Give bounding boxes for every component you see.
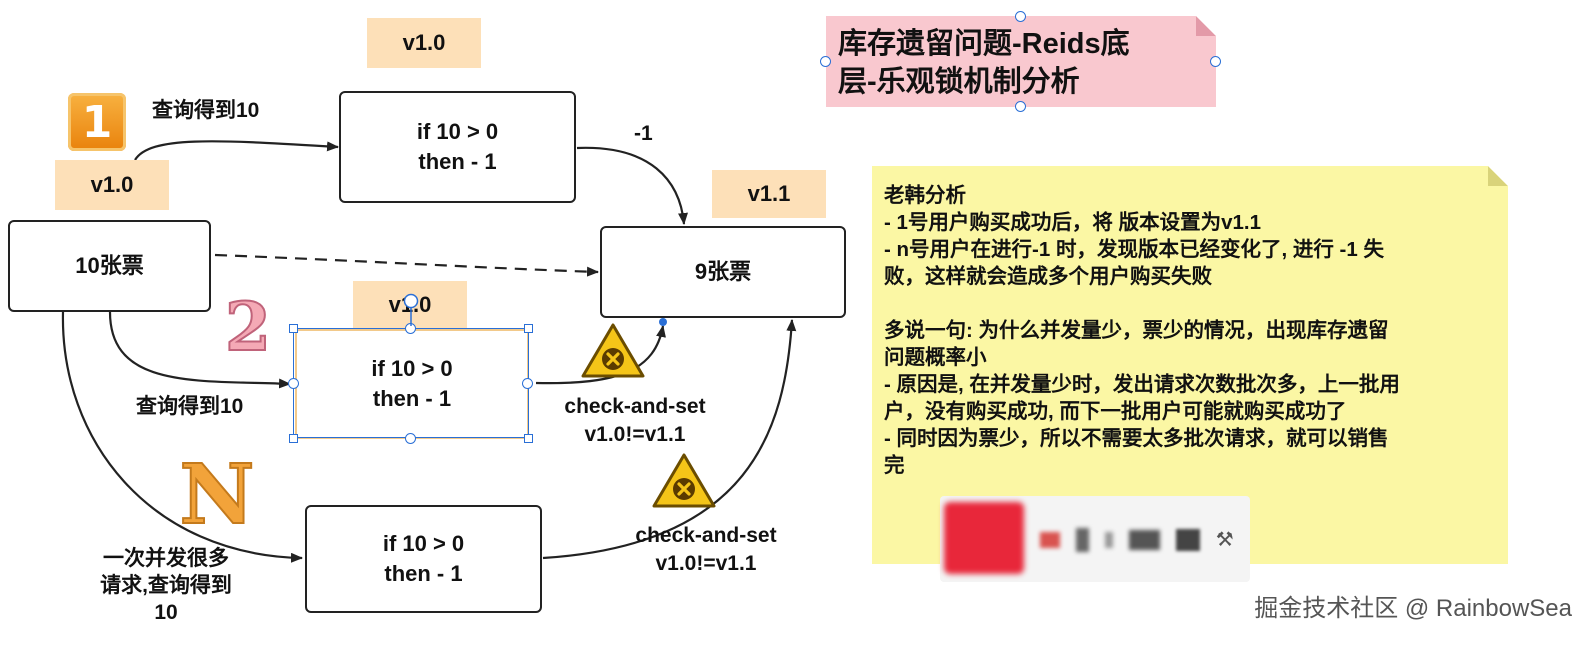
- note-line: - 同时因为票少，所以不需要太多批次请求，就可以销售: [884, 427, 1389, 450]
- blurred-icon[interactable]: [1175, 529, 1200, 551]
- resize-handle-sw[interactable]: [289, 434, 298, 443]
- step-two-badge: 2: [220, 287, 276, 367]
- analysis-note-fold: [1488, 166, 1508, 186]
- warning-icon: [652, 453, 716, 508]
- label-cas2-line1: check-and-set: [635, 524, 777, 547]
- step-one-label: 1: [81, 96, 113, 148]
- note-line: 多说一句: 为什么并发量少，票少的情况，出现库存遗留: [884, 319, 1389, 342]
- title-handle-top[interactable]: [1015, 11, 1026, 22]
- arrow-cas2: [542, 319, 797, 560]
- connector-endpoint-dot[interactable]: [659, 318, 667, 326]
- resize-handle-ne[interactable]: [524, 324, 533, 333]
- blurred-icon[interactable]: [1076, 528, 1090, 552]
- connect-point-bottom[interactable]: [405, 433, 416, 444]
- selection-frame: [293, 328, 529, 438]
- arrow-minus-one: [576, 146, 688, 225]
- resize-handle-nw[interactable]: [289, 324, 298, 333]
- label-minus-one: -1: [634, 122, 653, 145]
- note-line: - 原因是, 在并发量少时，发出请求次数批次多，上一批用: [884, 373, 1400, 396]
- analysis-text: 老韩分析 - 1号用户购买成功后，将 版本设置为v1.1 - n号用户在进行-1…: [884, 182, 1499, 479]
- box-middle-line1: if 10 > 0: [371, 356, 453, 381]
- label-query1: 查询得到10: [152, 99, 260, 122]
- box-bottom-check: if 10 > 0 then - 1: [305, 505, 542, 613]
- blurred-toolbar-icons: ⚒: [1040, 526, 1236, 554]
- blurred-icon[interactable]: [1105, 532, 1113, 548]
- box-start-tickets: 10张票: [8, 220, 211, 312]
- note-line: [884, 290, 1499, 317]
- label-concurrent-line1: 一次并发很多: [103, 547, 229, 570]
- label-cas1: check-and-set v1.0!=v1.1: [548, 393, 722, 449]
- label-concurrent-line2: 请求,查询得到: [100, 574, 232, 597]
- label-query2: 查询得到10: [136, 395, 244, 418]
- label-concurrent: 一次并发很多 请求,查询得到 10: [86, 545, 246, 626]
- label-concurrent-line3: 10: [154, 601, 178, 624]
- version-tag-top: v1.0: [367, 18, 481, 68]
- label-cas2: check-and-set v1.0!=v1.1: [619, 522, 793, 578]
- step-n-label: N: [179, 446, 256, 544]
- box-top-line1: if 10 > 0: [416, 119, 499, 144]
- blurred-icon[interactable]: [1128, 530, 1160, 550]
- title-line2: 层-乐观锁机制分析: [838, 66, 1080, 98]
- arrow-query1: [134, 140, 339, 161]
- title-note-fold: [1196, 16, 1216, 36]
- box-result-label: 9张票: [694, 259, 752, 284]
- step-two-label: 2: [224, 287, 272, 367]
- step-n-badge: N: [179, 446, 256, 544]
- arrow-dashed: [214, 253, 599, 277]
- arrow-concurrent: [61, 311, 303, 563]
- blurred-icon[interactable]: [1040, 532, 1061, 548]
- box-bottom-line1: if 10 > 0: [382, 531, 465, 556]
- label-cas2-line2: v1.0!=v1.1: [655, 552, 757, 575]
- box-middle-line2: then - 1: [372, 386, 452, 411]
- box-start-label: 10张票: [75, 253, 144, 278]
- box-top-check: if 10 > 0 then - 1: [339, 91, 576, 203]
- note-line: 完: [884, 454, 905, 477]
- blurred-logo-icon: [944, 502, 1024, 574]
- note-line: 户，没有购买成功, 而下一批用户可能就购买成功了: [884, 400, 1347, 423]
- title-note[interactable]: [826, 16, 1216, 107]
- connect-point-right[interactable]: [522, 378, 533, 389]
- title-handle-bottom[interactable]: [1015, 101, 1026, 112]
- note-line: 老韩分析: [884, 184, 966, 207]
- step-one-badge: 1: [68, 93, 126, 151]
- box-top-line2: then - 1: [418, 149, 497, 174]
- watermark: 掘金技术社区 @ RainbowSea: [1254, 595, 1572, 622]
- note-line: 败，这样就会造成多个用户购买失败: [884, 265, 1212, 288]
- resize-handle-se[interactable]: [524, 434, 533, 443]
- box-result-tickets: 9张票: [600, 226, 846, 318]
- wrench-icon[interactable]: ⚒: [1215, 529, 1234, 551]
- note-line: 问题概率小: [884, 346, 987, 369]
- rotate-handle[interactable]: [401, 292, 421, 328]
- note-line: - n号用户在进行-1 时，发现版本已经变化了, 进行 -1 失: [884, 238, 1384, 261]
- version-tag-right: v1.1: [712, 170, 826, 218]
- warning-icon: [581, 323, 645, 378]
- arrow-query2: [108, 311, 291, 389]
- title-handle-left[interactable]: [820, 56, 831, 67]
- box-bottom-line2: then - 1: [384, 561, 463, 586]
- title-handle-right[interactable]: [1210, 56, 1221, 67]
- page-title: 库存遗留问题-Reids底 层-乐观锁机制分析: [838, 25, 1188, 101]
- label-cas1-line2: v1.0!=v1.1: [584, 423, 686, 446]
- connect-point-left[interactable]: [288, 378, 299, 389]
- title-line1: 库存遗留问题-Reids底: [838, 28, 1130, 60]
- version-tag-left: v1.0: [55, 160, 169, 210]
- box-middle-check[interactable]: if 10 > 0 then - 1: [295, 329, 529, 439]
- note-line: - 1号用户购买成功后，将 版本设置为v1.1: [884, 211, 1262, 234]
- label-cas1-line1: check-and-set: [564, 395, 706, 418]
